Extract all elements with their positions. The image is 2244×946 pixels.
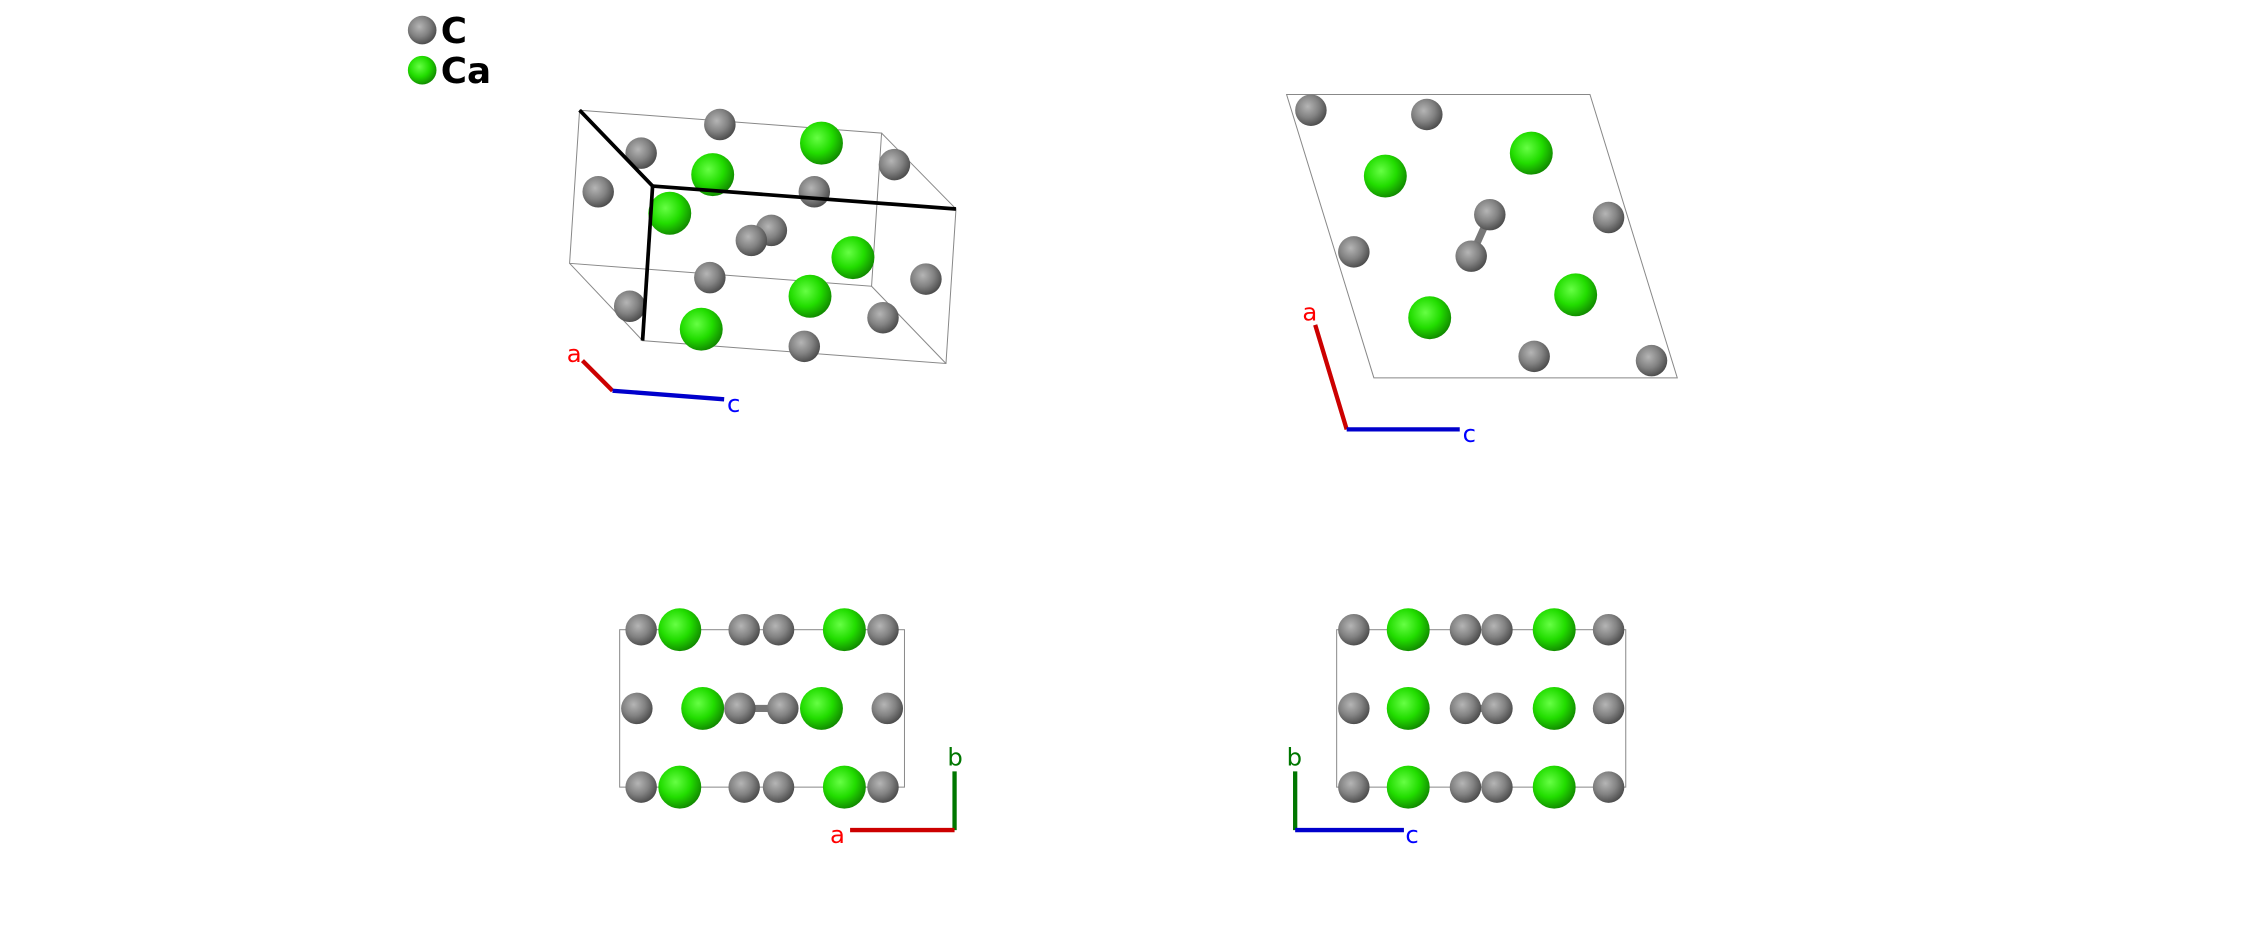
atom-c [621, 692, 653, 725]
atom-c [625, 771, 657, 803]
atom-c [728, 771, 760, 803]
atom-c [867, 771, 899, 803]
legend-swatch-c [407, 15, 437, 45]
axes-along-a: b c [1287, 743, 1419, 849]
atom-c [1474, 198, 1506, 231]
atom-ca [799, 121, 843, 165]
atom-c [613, 290, 646, 323]
atom-c [1518, 340, 1550, 373]
atom-c [1455, 240, 1487, 272]
axes-along-b: a c [1302, 298, 1476, 449]
atom-c [1338, 771, 1370, 803]
atom-c [724, 692, 756, 725]
atom-c [1592, 613, 1625, 646]
atom-c [878, 148, 911, 181]
atom-ca [1363, 154, 1407, 198]
axis-label-a: a [1302, 298, 1317, 327]
atom-ca [1386, 608, 1430, 652]
atom-ca [691, 153, 735, 197]
atom-c [762, 771, 795, 803]
legend-label-ca: Ca [441, 51, 491, 92]
legend-label-c: C [441, 11, 467, 52]
atom-c [1338, 613, 1370, 646]
atom-ca [1386, 686, 1430, 730]
atom-ca [1509, 131, 1553, 175]
atom-c [1449, 613, 1482, 646]
atom-c [582, 176, 614, 208]
atoms [582, 94, 1668, 809]
atom-c [625, 613, 657, 646]
atom-ca [1532, 608, 1576, 652]
atom-c [910, 263, 942, 295]
atom-c [735, 224, 768, 257]
atom-ca [831, 236, 875, 280]
atom-ca [1408, 296, 1452, 340]
atom-c [798, 176, 831, 208]
unit-cell-along-c [619, 629, 905, 788]
atom-c [762, 613, 795, 646]
atom-ca [1532, 686, 1576, 730]
atom-ca [822, 765, 866, 809]
atom-c [867, 301, 899, 334]
atom-c [1338, 692, 1370, 725]
axis-label-b: b [947, 743, 962, 772]
axis-a [580, 359, 615, 393]
unit-cell-front-edges [578, 108, 957, 341]
atom-c [867, 613, 899, 646]
atom-c [704, 108, 736, 141]
axis-label-c: c [1405, 820, 1418, 849]
axes-along-c: b a [830, 743, 963, 849]
legend-swatch-ca [407, 55, 437, 85]
atom-ca [658, 765, 702, 809]
atom-ca [1554, 273, 1598, 317]
atom-c [1481, 692, 1513, 725]
atom-c [625, 137, 657, 169]
atom-c [1592, 692, 1625, 725]
atom-c [728, 613, 760, 646]
atom-c [1481, 613, 1513, 646]
unit-cell-along-b [1285, 93, 1678, 379]
atom-c [871, 692, 904, 725]
atom-c [1449, 692, 1482, 725]
atom-ca [822, 608, 866, 652]
atom-ca [648, 191, 692, 235]
atom-ca [658, 608, 702, 652]
atom-c [1592, 771, 1625, 803]
atom-c [1338, 236, 1370, 268]
atom-c [767, 692, 799, 725]
axis-c [612, 388, 725, 402]
atom-c [1592, 201, 1625, 234]
atom-c [1411, 98, 1443, 131]
legend: C Ca [407, 11, 491, 92]
axis-label-b: b [1287, 743, 1302, 772]
axis-label-c: c [727, 389, 740, 418]
atom-c [1481, 771, 1513, 803]
atom-ca [799, 686, 843, 730]
atom-c [1449, 771, 1482, 803]
atom-c [1295, 94, 1327, 126]
axis-a [1313, 324, 1349, 430]
atom-c [1635, 344, 1668, 377]
axis-label-a: a [830, 820, 845, 849]
axes-perspective: a c [567, 339, 741, 418]
atom-c [788, 330, 821, 363]
atom-ca [1386, 765, 1430, 809]
atom-ca [1532, 765, 1576, 809]
atom-ca [788, 274, 832, 318]
axis-label-c: c [1463, 419, 1476, 448]
atom-c [694, 261, 726, 294]
atom-ca [681, 686, 725, 730]
axis-label-a: a [567, 339, 582, 368]
atom-ca [679, 307, 723, 351]
